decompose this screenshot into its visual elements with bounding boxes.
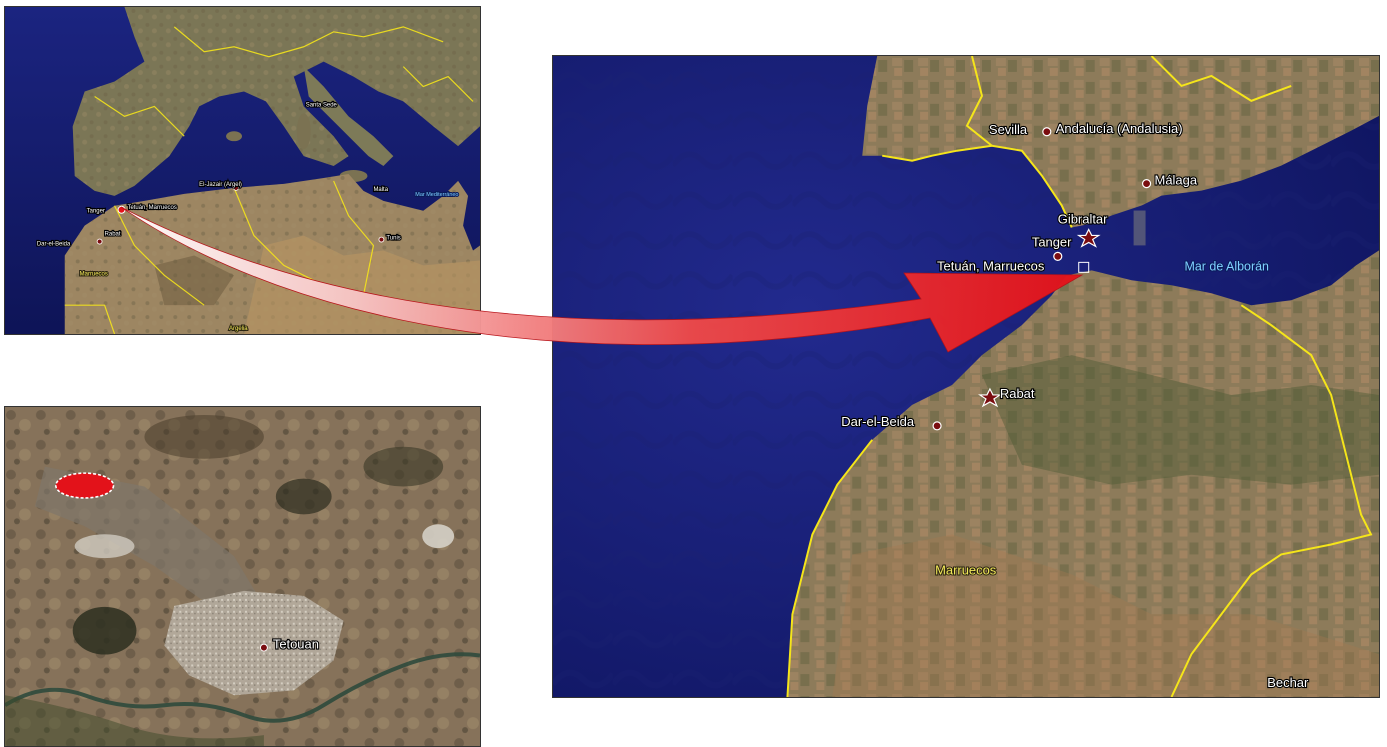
overview-label-el-jazair: El-Jazair (Argel) [199, 182, 242, 188]
region-label-andalucia: Andalucía (Andalusia) [1056, 121, 1183, 136]
overview-label-marruecos: Marruecos [80, 271, 108, 277]
overview-label-malta: Malta [373, 187, 388, 193]
region-label-dar-el-beida: Dar-el-Beida [841, 414, 915, 429]
region-map[interactable]: Sevilla Andalucía (Andalusia) Málaga Gib… [552, 55, 1380, 698]
region-label-mar-alboran: Mar de Alborán [1184, 259, 1269, 273]
overview-map-image: Tanger Tetuán, Marruecos Dar-el-Beida Ra… [5, 7, 480, 334]
overview-label-rabat: Rabat [105, 232, 121, 238]
region-label-sevilla: Sevilla [989, 122, 1028, 137]
region-label-bechar: Bechar [1267, 675, 1309, 690]
overview-label-tetuan: Tetuán, Marruecos [127, 205, 176, 211]
region-label-rabat: Rabat [1000, 386, 1035, 401]
overview-label-tunis: Tunis [386, 236, 400, 242]
region-label-marruecos: Marruecos [935, 562, 997, 577]
overview-label-tanger: Tanger [87, 209, 105, 215]
region-label-malaga: Málaga [1155, 173, 1198, 188]
highlight-area [54, 472, 115, 499]
overview-label-mar-mediterraneo: Mar Mediterráneo [415, 192, 458, 198]
overview-label-santa-sede: Santa Sede [306, 102, 338, 108]
region-label-gibraltar: Gibraltar [1058, 211, 1108, 226]
overview-map[interactable]: Tanger Tetuán, Marruecos Dar-el-Beida Ra… [4, 6, 481, 335]
detail-label-tetouan: Tetouan [273, 637, 319, 652]
detail-map-image: Tetouan [5, 407, 480, 746]
overview-label-dar-el-beida: Dar-el-Beida [37, 242, 71, 248]
overview-label-argelia: Argelia [229, 326, 248, 332]
region-map-image: Sevilla Andalucía (Andalusia) Málaga Gib… [553, 56, 1379, 697]
region-label-tanger: Tanger [1032, 234, 1072, 249]
region-label-tetuan: Tetuán, Marruecos [937, 258, 1045, 273]
detail-map[interactable]: Tetouan [4, 406, 481, 747]
